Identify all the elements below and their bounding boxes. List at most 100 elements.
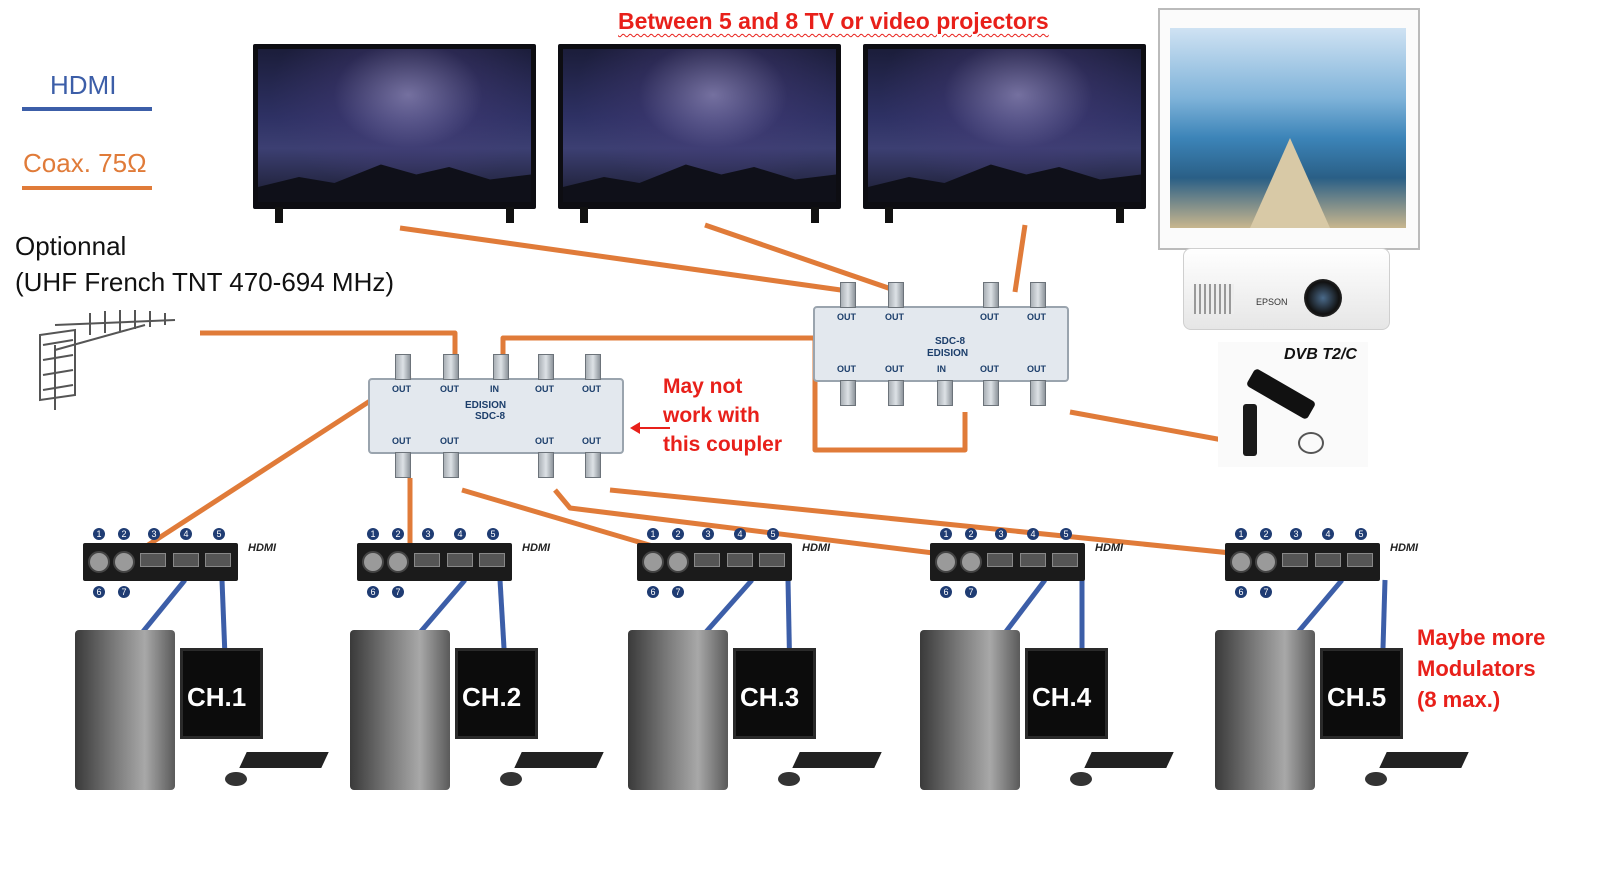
modulator-port-number: 7 (672, 586, 684, 598)
coax-tv2-to-splitter2 (704, 222, 901, 295)
more-modulators-note: Maybe more Modulators (8 max.) (1417, 622, 1545, 715)
more-note-line2: Modulators (1417, 656, 1536, 681)
modulator-port-number: 3 (148, 528, 160, 540)
modulator-port-5 (479, 553, 505, 567)
tv-dongle-icon: DVB T2/C (1218, 342, 1368, 467)
modulator-port-number: 1 (367, 528, 379, 540)
modulator-port-1 (935, 551, 957, 573)
modulator-4 (930, 543, 1085, 581)
modulator-port-number: 4 (1027, 528, 1039, 540)
antenna-icon (39, 310, 176, 410)
diagram-title: Between 5 and 8 TV or video projectors (618, 8, 1049, 34)
modulator-port-number: 4 (454, 528, 466, 540)
modulator-port-number: 4 (1322, 528, 1334, 540)
modulator-port-number: 5 (767, 528, 779, 540)
modulator-port-number: 2 (672, 528, 684, 540)
modulator-port-4 (447, 553, 473, 567)
splitter-1-out-2: OUT (440, 384, 459, 394)
more-note-line3: (8 max.) (1417, 687, 1501, 712)
splitter-1-model: SDC-8 (475, 411, 506, 422)
modulator-port-number: 3 (995, 528, 1007, 540)
splitter-2-out-5: OUT (837, 364, 856, 374)
modulator-port-number: 3 (702, 528, 714, 540)
splitter-1-out-1: OUT (392, 384, 411, 394)
modulator-1 (83, 543, 238, 581)
modulator-port-number: 1 (647, 528, 659, 540)
modulator-port-3 (1282, 553, 1308, 567)
modulator-port-2 (667, 551, 689, 573)
modulator-port-4 (1315, 553, 1341, 567)
splitter-2-out-8: OUT (1027, 364, 1046, 374)
splitter-1: EDISION SDC-8 OUT OUT IN OUT OUT OUT OUT… (368, 378, 624, 454)
monitor-icon (1025, 648, 1108, 739)
modulator-port-number: 6 (940, 586, 952, 598)
monitor-icon (180, 648, 263, 739)
coupler-note-arrowhead (630, 422, 640, 434)
modulator-hdmi-logo: HDMI (802, 542, 831, 554)
modulator-port-2 (960, 551, 982, 573)
more-note-line1: Maybe more (1417, 625, 1546, 650)
modulator-port-number: 2 (392, 528, 404, 540)
dvb-logo: DVB T2/C (1284, 346, 1357, 363)
coupler-note-line3: this coupler (663, 433, 783, 456)
modulator-port-number: 2 (965, 528, 977, 540)
computer-icon (75, 630, 175, 790)
keyboard-icon (514, 752, 604, 768)
channel-label-5: CH.5 (1327, 682, 1387, 712)
modulator-port-number: 1 (1235, 528, 1247, 540)
modulator-port-number: 6 (367, 586, 379, 598)
modulator-port-4 (727, 553, 753, 567)
keyboard-icon (792, 752, 882, 768)
modulator-port-number: 5 (213, 528, 225, 540)
splitter-2-out-1: OUT (837, 312, 856, 322)
tv-1 (253, 44, 536, 224)
modulator-port-1 (1230, 551, 1252, 573)
mouse-icon (1365, 772, 1387, 786)
splitter-2-out-3: OUT (980, 312, 999, 322)
modulator-hdmi-logo: HDMI (522, 542, 551, 554)
optional-label: Optionnal (15, 231, 127, 261)
modulator-port-number: 6 (647, 586, 659, 598)
modulator-port-4 (1020, 553, 1046, 567)
modulator-port-number: 7 (965, 586, 977, 598)
mouse-icon (778, 772, 800, 786)
modulator-port-number: 6 (1235, 586, 1247, 598)
splitter-1-out-8: OUT (582, 436, 601, 446)
splitter-2-in: IN (937, 364, 946, 374)
modulator-port-2 (113, 551, 135, 573)
modulator-port-number: 7 (1260, 586, 1272, 598)
modulator-port-3 (987, 553, 1013, 567)
tv-3 (863, 44, 1146, 224)
computer-icon (350, 630, 450, 790)
modulator-port-2 (387, 551, 409, 573)
modulator-port-number: 7 (118, 586, 130, 598)
modulator-port-number: 5 (487, 528, 499, 540)
modulator-port-2 (1255, 551, 1277, 573)
modulator-port-3 (694, 553, 720, 567)
computer-icon (920, 630, 1020, 790)
computer-icon (1215, 630, 1315, 790)
splitter-2-out-7: OUT (980, 364, 999, 374)
keyboard-icon (1379, 752, 1469, 768)
splitter-1-in: IN (490, 384, 499, 394)
splitter-1-out-6: OUT (440, 436, 459, 446)
modulator-port-number: 2 (1260, 528, 1272, 540)
modulator-port-number: 4 (734, 528, 746, 540)
splitter-2-out-6: OUT (885, 364, 904, 374)
modulator-port-1 (88, 551, 110, 573)
modulator-hdmi-logo: HDMI (248, 542, 277, 554)
computer-icon (628, 630, 728, 790)
tv-icon (253, 44, 536, 209)
splitter-2: EDISION SDC-8 OUT OUT OUT OUT OUT OUT IN… (813, 306, 1069, 382)
modulator-port-number: 3 (1290, 528, 1302, 540)
modulator-port-number: 2 (118, 528, 130, 540)
channel-label-4: CH.4 (1032, 682, 1092, 712)
monitor-icon (1320, 648, 1403, 739)
modulator-port-3 (414, 553, 440, 567)
keyboard-icon (239, 752, 329, 768)
modulator-port-5 (759, 553, 785, 567)
projection-screen-icon (1158, 8, 1420, 250)
mouse-icon (500, 772, 522, 786)
modulator-port-number: 1 (940, 528, 952, 540)
